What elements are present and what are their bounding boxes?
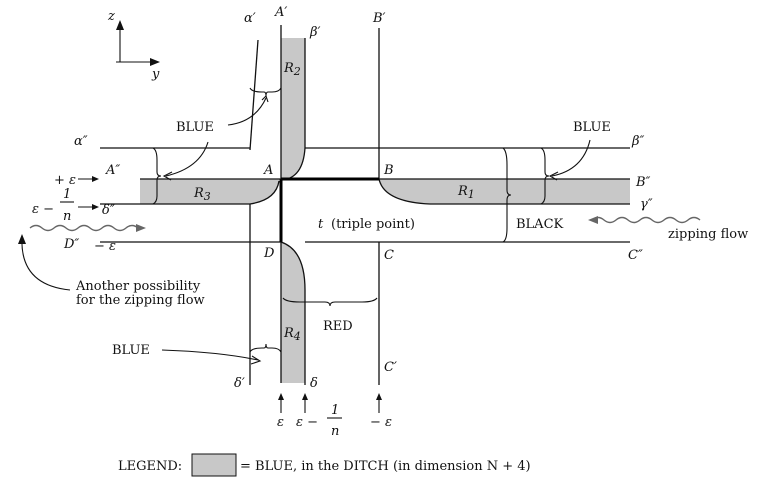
label-triple-point: (triple point): [331, 217, 415, 232]
brace-black: [502, 147, 512, 243]
label-bottom-frac-n: n: [331, 424, 339, 439]
region-r2-fill: [281, 38, 305, 180]
arrowhead-bottom-minus-eps: [376, 393, 382, 400]
label-delta: δ: [310, 376, 318, 391]
label-bottom-eps-minus: ε −: [296, 415, 318, 430]
arrow-blue-left: [165, 141, 209, 177]
label-black: BLACK: [516, 217, 564, 232]
zipping-flow-arrowhead-left: [136, 224, 146, 232]
label-plus-eps: + ε: [54, 173, 76, 188]
curve-r4-corner: [280, 241, 306, 291]
label-a: A: [263, 163, 273, 178]
label-c-dprime: C″: [628, 248, 643, 263]
arrow-another-possibility: [21, 237, 71, 291]
label-gamma-dprime: γ″: [640, 197, 653, 212]
label-d: D: [263, 246, 275, 261]
label-frac-n: n: [63, 209, 71, 224]
zipping-flow-wave-left: [29, 224, 139, 232]
label-b-prime: B′: [372, 11, 386, 26]
legend-swatch: [191, 453, 237, 477]
label-r4: R4: [283, 326, 301, 343]
label-b-dprime: B″: [635, 175, 651, 190]
label-c-prime: C′: [384, 360, 397, 375]
legend-prefix: LEGEND:: [118, 459, 182, 474]
label-blue-bottom: BLUE: [112, 343, 150, 358]
arrowhead-plus-eps: [92, 176, 99, 182]
brace-bottom-blue: [249, 343, 282, 353]
label-beta-prime: β′: [309, 25, 321, 40]
label-minus-eps: − ε: [94, 239, 116, 254]
arrowhead-another-possibility: [18, 234, 26, 244]
label-t: t: [318, 217, 324, 232]
y-axis-label: y: [151, 67, 160, 82]
zipping-flow-arrowhead-right: [588, 216, 598, 224]
region-r4-fill: [281, 242, 305, 383]
label-beta-dprime: β″: [631, 134, 645, 149]
brace-left-blue: [152, 147, 162, 205]
label-zipping-flow: zipping flow: [668, 227, 748, 242]
curve-r3-corner: [249, 180, 280, 205]
region-r3-fill: [140, 179, 279, 204]
label-r1: R1: [457, 184, 475, 201]
arrow-blue-right: [551, 139, 591, 177]
arrowhead-blue-left: [162, 171, 173, 181]
arrowhead-blue-right: [548, 171, 559, 181]
arrowhead-blue-top: [261, 94, 269, 103]
z-axis-label: z: [107, 9, 115, 24]
label-bottom-minus-eps: − ε: [370, 415, 392, 430]
arrowhead-bottom-eps-minus: [302, 393, 308, 400]
arrowhead-bottom-eps: [278, 393, 284, 400]
label-alpha-dprime: α″: [74, 134, 88, 149]
label-blue-top: BLUE: [176, 120, 214, 135]
label-another-2: for the zipping flow: [76, 293, 205, 308]
brace-red: [282, 297, 378, 307]
label-c: C: [384, 248, 394, 263]
label-blue-right: BLUE: [573, 120, 611, 135]
y-axis-arrowhead: [150, 58, 160, 66]
label-r3: R3: [193, 186, 211, 203]
label-delta-prime: δ′: [234, 376, 245, 391]
curve-r1-corner: [378, 178, 431, 205]
label-a-prime: A′: [274, 5, 287, 20]
label-d-dprime: D″: [63, 237, 79, 252]
label-delta-dprime: δ″: [102, 203, 115, 218]
region-r1-fill: [379, 179, 630, 204]
arrow-blue-top: [227, 97, 267, 126]
label-frac-one: 1: [63, 187, 71, 202]
zipping-flow-wave-right: [591, 216, 701, 224]
label-eps-minus: ε −: [32, 202, 54, 217]
arrow-blue-bottom: [161, 349, 259, 361]
label-red: RED: [323, 319, 353, 334]
label-bottom-eps: ε: [277, 415, 284, 430]
label-b: B: [383, 163, 394, 178]
label-a-dprime: A″: [105, 163, 120, 178]
z-axis-arrowhead: [116, 20, 124, 30]
label-another-1: Another possibility: [75, 279, 201, 294]
legend-text: = BLUE, in the DITCH (in dimension N + 4…: [240, 459, 531, 474]
alpha-prime-line: [249, 39, 259, 151]
label-bottom-frac-one: 1: [331, 403, 339, 418]
arrowhead-eps-minus: [92, 204, 99, 210]
arrowhead-blue-bottom: [250, 355, 262, 365]
label-alpha-prime: α′: [244, 11, 256, 26]
label-r2: R2: [283, 61, 301, 78]
